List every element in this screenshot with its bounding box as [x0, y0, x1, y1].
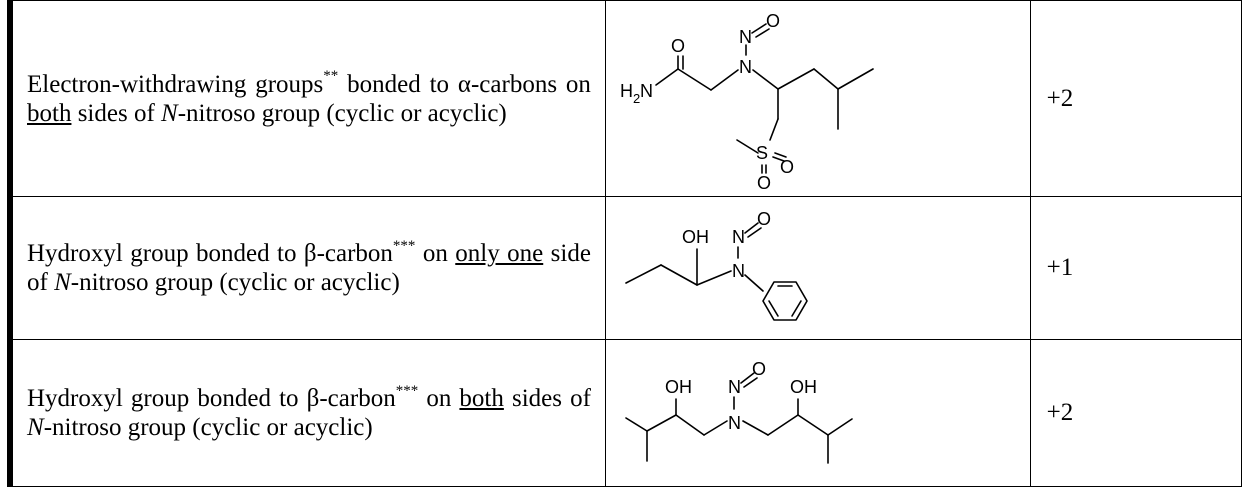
svg-text:N: N [728, 377, 741, 397]
score-value: +2 [1029, 0, 1242, 197]
feature-description: Electron-withdrawing groups** bonded to … [6, 0, 606, 197]
svg-text:OH: OH [790, 377, 817, 397]
feature-description: Hydroxyl group bonded to β-carbon*** on … [6, 196, 606, 340]
chemical-structure-3: OH N O N OH [625, 359, 853, 464]
svg-text:OH: OH [665, 377, 692, 397]
chemical-structure-2: OH N O N [625, 209, 808, 321]
table-row: Hydroxyl group bonded to β-carbon*** on … [6, 339, 1242, 487]
svg-text:N: N [728, 413, 741, 433]
svg-text:2: 2 [633, 91, 640, 106]
svg-text:O: O [757, 173, 771, 193]
scoring-table: Electron-withdrawing groups** bonded to … [6, 0, 1242, 487]
structure-cell: H 2 N O N N O S O O [604, 0, 1031, 197]
structure-cell: OH N O N OH [604, 339, 1031, 487]
svg-text:N: N [732, 261, 745, 281]
score-value: +1 [1029, 196, 1242, 340]
svg-text:N: N [640, 81, 653, 101]
svg-text:O: O [752, 359, 766, 379]
svg-text:O: O [757, 209, 771, 229]
svg-text:O: O [766, 11, 780, 31]
svg-text:OH: OH [682, 227, 709, 247]
feature-description: Hydroxyl group bonded to β-carbon*** on … [6, 339, 606, 487]
svg-text:N: N [739, 27, 752, 47]
table-row: Hydroxyl group bonded to β-carbon*** on … [6, 196, 1242, 340]
svg-text:S: S [756, 143, 768, 163]
svg-text:O: O [671, 36, 685, 56]
svg-text:N: N [732, 227, 745, 247]
score-value: +2 [1029, 339, 1242, 487]
chemical-structure-1: H 2 N O N N O S O O [620, 11, 874, 193]
svg-text:O: O [780, 157, 794, 177]
table-row: Electron-withdrawing groups** bonded to … [6, 0, 1242, 197]
svg-text:H: H [620, 81, 633, 101]
svg-text:N: N [739, 57, 752, 77]
structure-cell: OH N O N [604, 196, 1031, 340]
